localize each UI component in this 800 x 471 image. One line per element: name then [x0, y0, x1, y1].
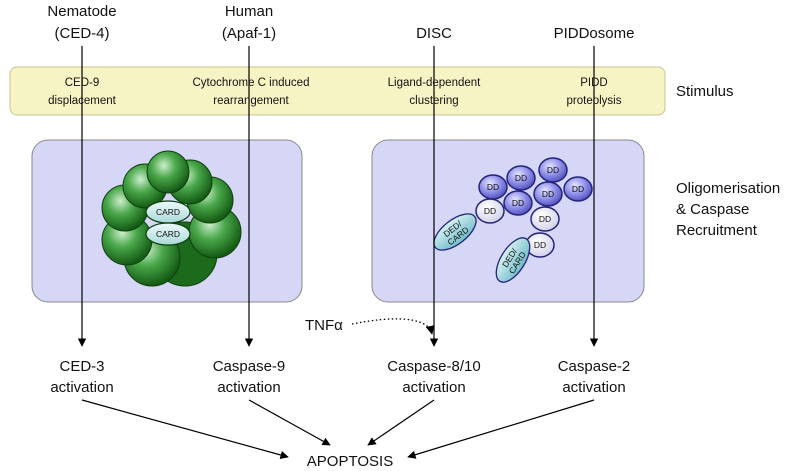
apoptosis-label: APOPTOSIS	[307, 453, 393, 470]
card-apoptosome-complex: CARD CARD	[101, 150, 242, 287]
dd-label: DD	[547, 165, 559, 175]
death-domain-dark	[506, 165, 536, 191]
activation-caspase9-word: activation	[217, 379, 280, 396]
column-title-human: Human	[225, 3, 273, 20]
dd-label: DD	[534, 240, 546, 250]
stimulus-labels: CED-9 displacement Cytochrome C induced …	[48, 77, 622, 107]
side-label-oligomerisation: Oligomerisation	[676, 180, 780, 197]
death-domain-complex: DD DD DD DD DD DD DD DD DD DED/ CARD DED…	[433, 157, 593, 283]
stimulus-human-line1: Cytochrome C induced	[193, 77, 310, 89]
death-domain-dark	[563, 176, 593, 202]
column-title-nematode: Nematode	[47, 3, 116, 20]
activation-caspase9: Caspase-9	[213, 358, 286, 375]
complex-subunit	[146, 150, 190, 194]
column-title-disc: DISC	[416, 25, 452, 42]
card-label: CARD	[156, 229, 180, 239]
activation-ced3: CED-3	[59, 358, 104, 375]
activation-caspase2: Caspase-2	[558, 358, 631, 375]
dd-label: DD	[572, 184, 584, 194]
stimulus-nematode-line1: CED-9	[65, 77, 100, 89]
activation-ced3-word: activation	[50, 379, 113, 396]
stimulus-band	[9, 66, 666, 116]
ded-card-domain	[433, 213, 477, 251]
death-domain-light	[475, 198, 505, 224]
column-subtitle-human: (Apaf-1)	[222, 25, 276, 42]
dd-label: DD	[487, 182, 499, 192]
dd-label: DD	[512, 198, 524, 208]
converge-arrow-ced3	[81, 399, 289, 460]
tnf-dotted-arrow	[351, 318, 435, 335]
side-label-caspase: & Caspase	[676, 201, 749, 218]
death-domain-light	[530, 206, 560, 232]
stimulus-nematode-line2: displacement	[48, 95, 117, 107]
death-domain-dark	[503, 190, 533, 216]
converge-arrow-caspase9	[248, 399, 331, 446]
stimulus-disc-line1: Ligand-dependent	[388, 77, 482, 89]
death-domain-dark	[533, 181, 563, 207]
converge-arrow-caspase8-10	[367, 399, 435, 446]
card-label: CARD	[156, 207, 180, 217]
stimulus-disc-line2: clustering	[409, 95, 458, 107]
dd-label: DD	[484, 206, 496, 216]
converge-arrow-caspase2	[407, 399, 595, 459]
card-domain	[145, 222, 191, 246]
activation-caspase8-10-word: activation	[402, 379, 465, 396]
dd-label: DD	[539, 214, 551, 224]
stimulus-human-line2: rearrangement	[213, 95, 289, 107]
side-label-stimulus: Stimulus	[676, 83, 734, 100]
side-label-recruitment: Recruitment	[676, 222, 758, 239]
activation-caspase8-10: Caspase-8/10	[387, 358, 480, 375]
column-subtitle-nematode: (CED-4)	[55, 25, 110, 42]
stimulus-piddosome-line2: proteolysis	[567, 95, 622, 107]
ded-card-domain	[495, 237, 531, 283]
column-title-piddosome: PIDDosome	[554, 25, 635, 42]
dd-label: DD	[542, 189, 554, 199]
tnf-alpha-label: TNFα	[305, 317, 343, 334]
activation-caspase2-word: activation	[562, 379, 625, 396]
dd-label: DD	[515, 173, 527, 183]
stimulus-piddosome-line1: PIDD	[580, 77, 607, 89]
